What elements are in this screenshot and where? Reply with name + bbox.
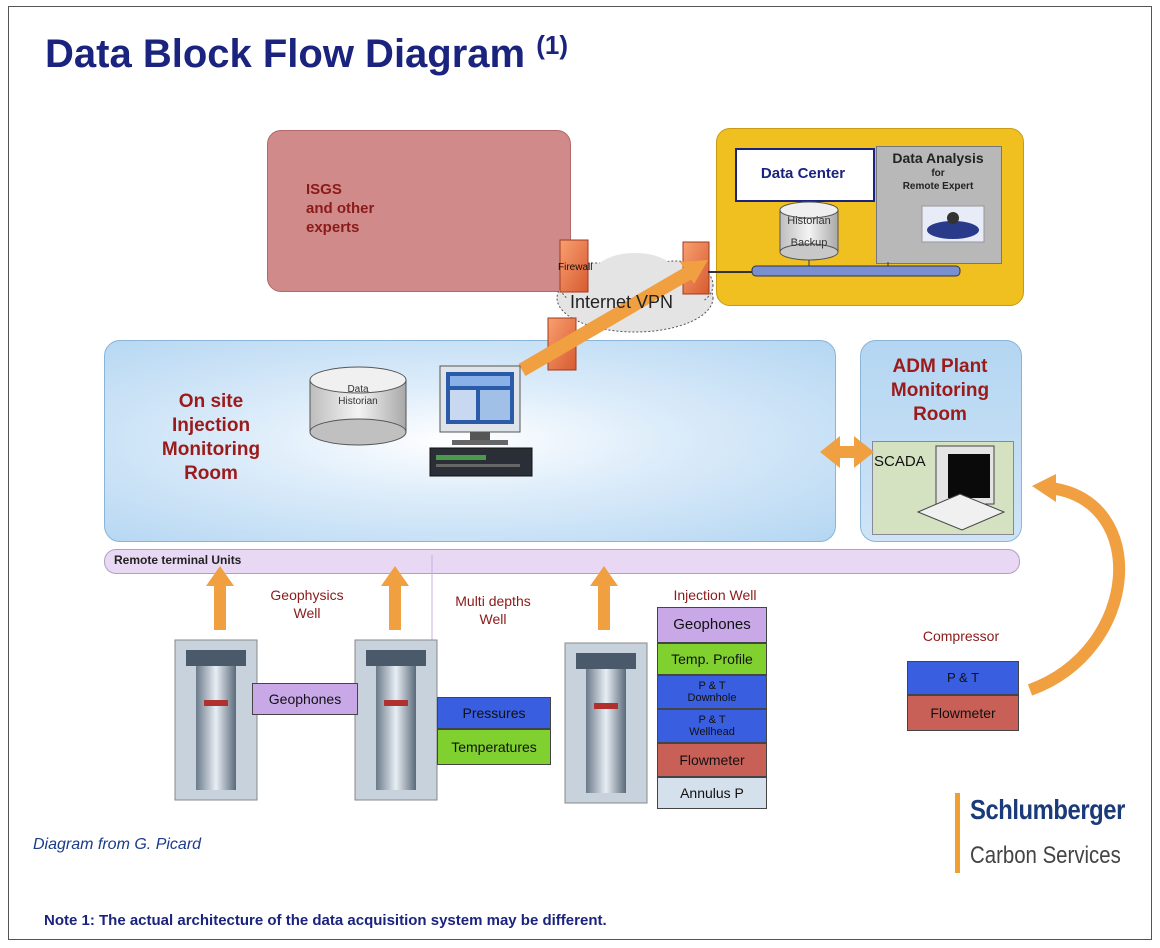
title-footnote-marker: (1) [536, 30, 569, 60]
pressures-box: Pressures [437, 697, 551, 729]
scada-label: SCADA [874, 453, 926, 470]
injection-well-label: Injection Well [673, 587, 757, 603]
rtu-bar [104, 549, 1020, 574]
inj-geophones-box: Geophones [657, 607, 767, 643]
data-analysis-sub1: for [931, 168, 945, 179]
compressor-pt-box: P & T [907, 661, 1019, 695]
compressor-label: Compressor [922, 628, 1000, 644]
data-center-label: Data Center [760, 165, 846, 182]
data-analysis-title: Data Analysis [892, 150, 984, 166]
wellhead-image-2 [354, 639, 438, 801]
page-title: Data Block Flow Diagram (1) [45, 30, 569, 76]
firewall-label: Firewall [558, 262, 593, 273]
rtu-label: Remote terminal Units [114, 553, 242, 567]
schlumberger-logo-text: Schlumberger [970, 794, 1125, 825]
vpn-link-arrow [518, 265, 694, 377]
remote-expert-photo [921, 205, 985, 243]
data-analysis-box [876, 146, 1002, 264]
inj-temp-profile-box: Temp. Profile [657, 643, 767, 675]
firewall-upper-left [559, 239, 589, 293]
data-center-box [735, 148, 875, 202]
wellhead-image-1 [174, 639, 258, 801]
compressor-arrow [1027, 482, 1126, 696]
scada-computer-icon [916, 445, 1006, 531]
data-analysis-sub2: Remote Expert [902, 181, 974, 192]
compressor-arrowhead [1032, 474, 1056, 502]
historian-backup-icon [779, 201, 839, 261]
geophones-box-left: Geophones [252, 683, 358, 715]
footnote: Note 1: The actual architecture of the d… [44, 912, 607, 929]
inj-flowmeter-box: Flowmeter [657, 743, 767, 777]
temperatures-box: Temperatures [437, 729, 551, 765]
diagram-credit: Diagram from G. Picard [33, 836, 202, 853]
workstation-icon [429, 365, 533, 477]
logo-bar [955, 793, 960, 873]
inj-annulus-box: Annulus P [657, 777, 767, 809]
internet-vpn-label: Internet VPN [570, 292, 674, 312]
vpn-link-arrowhead [680, 260, 708, 284]
compressor-flowmeter-box: Flowmeter [907, 695, 1019, 731]
isgs-box [267, 130, 571, 292]
wellhead-image-3 [564, 642, 648, 804]
rtu-arrows [206, 566, 618, 630]
carbon-services-logo-text: Carbon Services [970, 842, 1121, 869]
onsite-adm-double-arrow [820, 436, 874, 468]
data-center-bus [751, 265, 961, 277]
data-historian-icon [309, 366, 407, 446]
